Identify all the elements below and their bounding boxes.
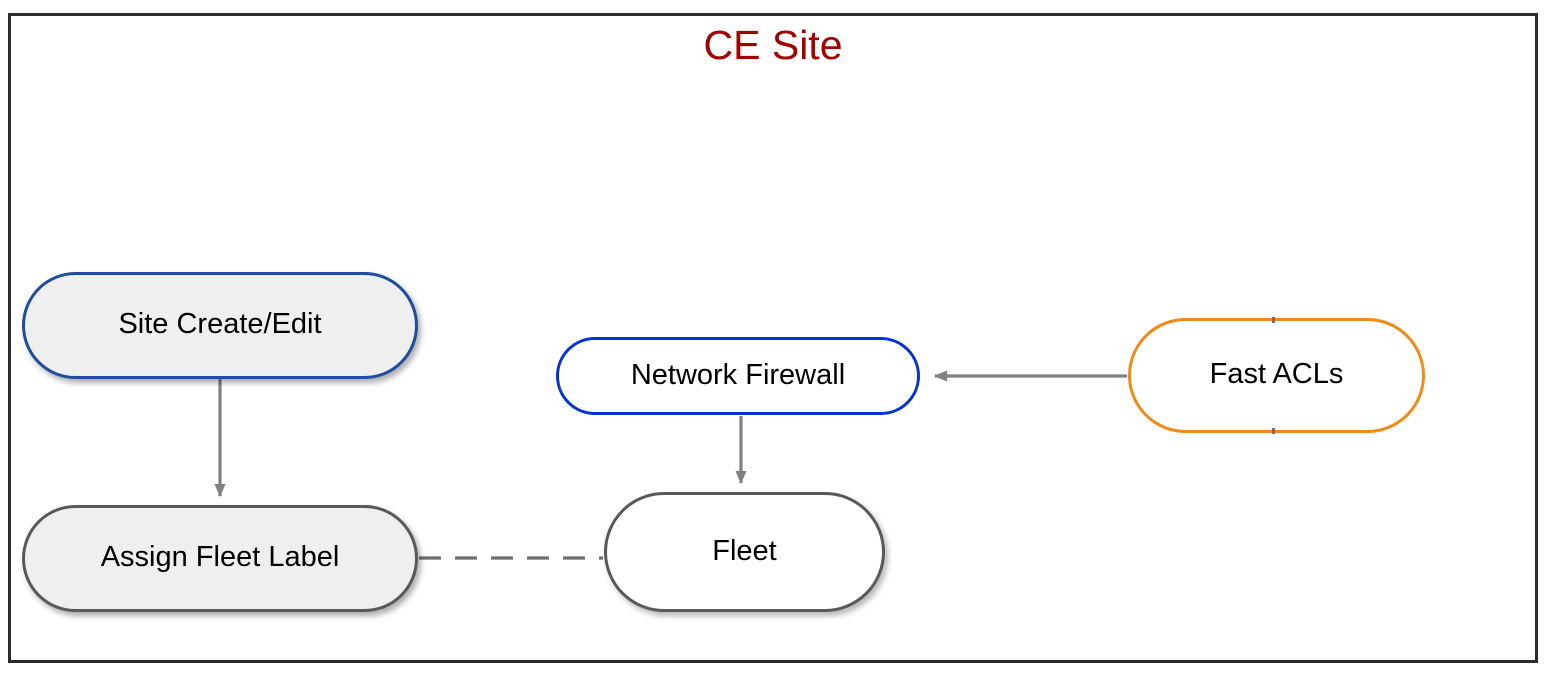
page-title: CE Site [703,22,843,68]
resize-handle-top[interactable] [1272,317,1275,323]
node-site-create-edit[interactable]: Site Create/Edit [22,272,418,379]
node-network-firewall[interactable]: Network Firewall [556,337,920,415]
node-label: Fleet [712,534,777,567]
node-label: Network Firewall [630,358,846,391]
node-fleet[interactable]: Fleet [604,492,885,612]
node-fast-acls[interactable]: Fast ACLs [1128,317,1425,434]
node-assign-fleet-label[interactable]: Assign Fleet Label [22,505,418,612]
node-label: Site Create/Edit [118,308,322,340]
node-label: Fast ACLs [1209,358,1344,390]
node-label: Assign Fleet Label [100,541,340,573]
resize-handle-bottom[interactable] [1272,428,1275,434]
